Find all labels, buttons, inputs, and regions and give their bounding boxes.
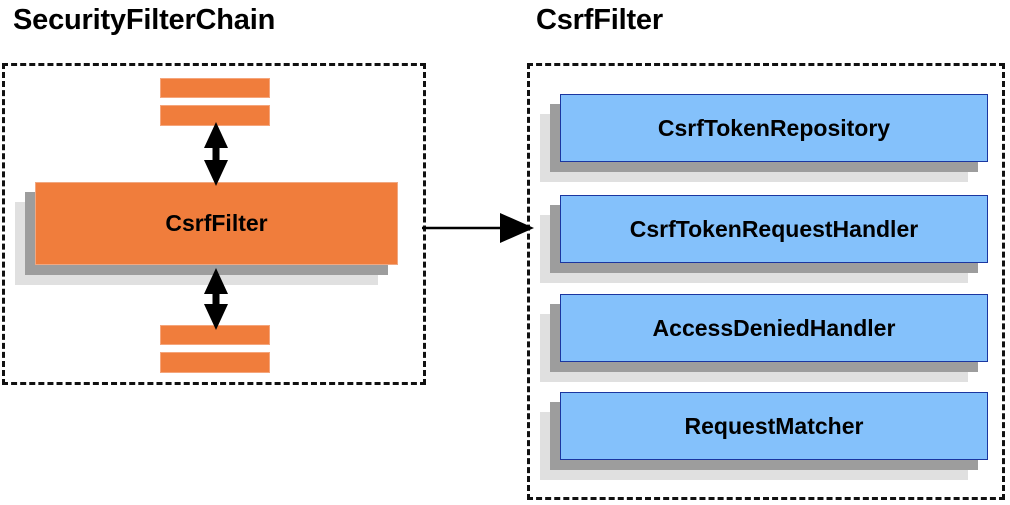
component-box-csrf-token-request-handler[interactable]: CsrfTokenRequestHandler — [560, 195, 988, 263]
security-filter-chain-group-box — [2, 63, 426, 385]
filter-bar-bottom-1 — [160, 325, 270, 345]
filter-bar-top-1 — [160, 78, 270, 98]
component-label: AccessDeniedHandler — [652, 314, 896, 341]
arrow-left-to-right — [422, 213, 534, 243]
csrf-filter-box-label: CsrfFilter — [165, 210, 268, 236]
component-box-access-denied-handler[interactable]: AccessDeniedHandler — [560, 294, 988, 362]
component-label: CsrfTokenRepository — [657, 114, 891, 141]
security-filter-chain-title: SecurityFilterChain — [13, 4, 276, 36]
csrf-filter-group-box — [527, 63, 1005, 500]
filter-bar-bottom-2 — [160, 352, 270, 373]
component-label: RequestMatcher — [684, 412, 864, 439]
csrf-filter-title: CsrfFilter — [536, 4, 663, 36]
filter-bar-top-2 — [160, 105, 270, 126]
component-label: CsrfTokenRequestHandler — [629, 215, 919, 242]
component-box-request-matcher[interactable]: RequestMatcher — [560, 392, 988, 460]
component-box-csrf-token-repository[interactable]: CsrfTokenRepository — [560, 94, 988, 162]
csrf-filter-box[interactable]: CsrfFilter — [35, 182, 398, 265]
